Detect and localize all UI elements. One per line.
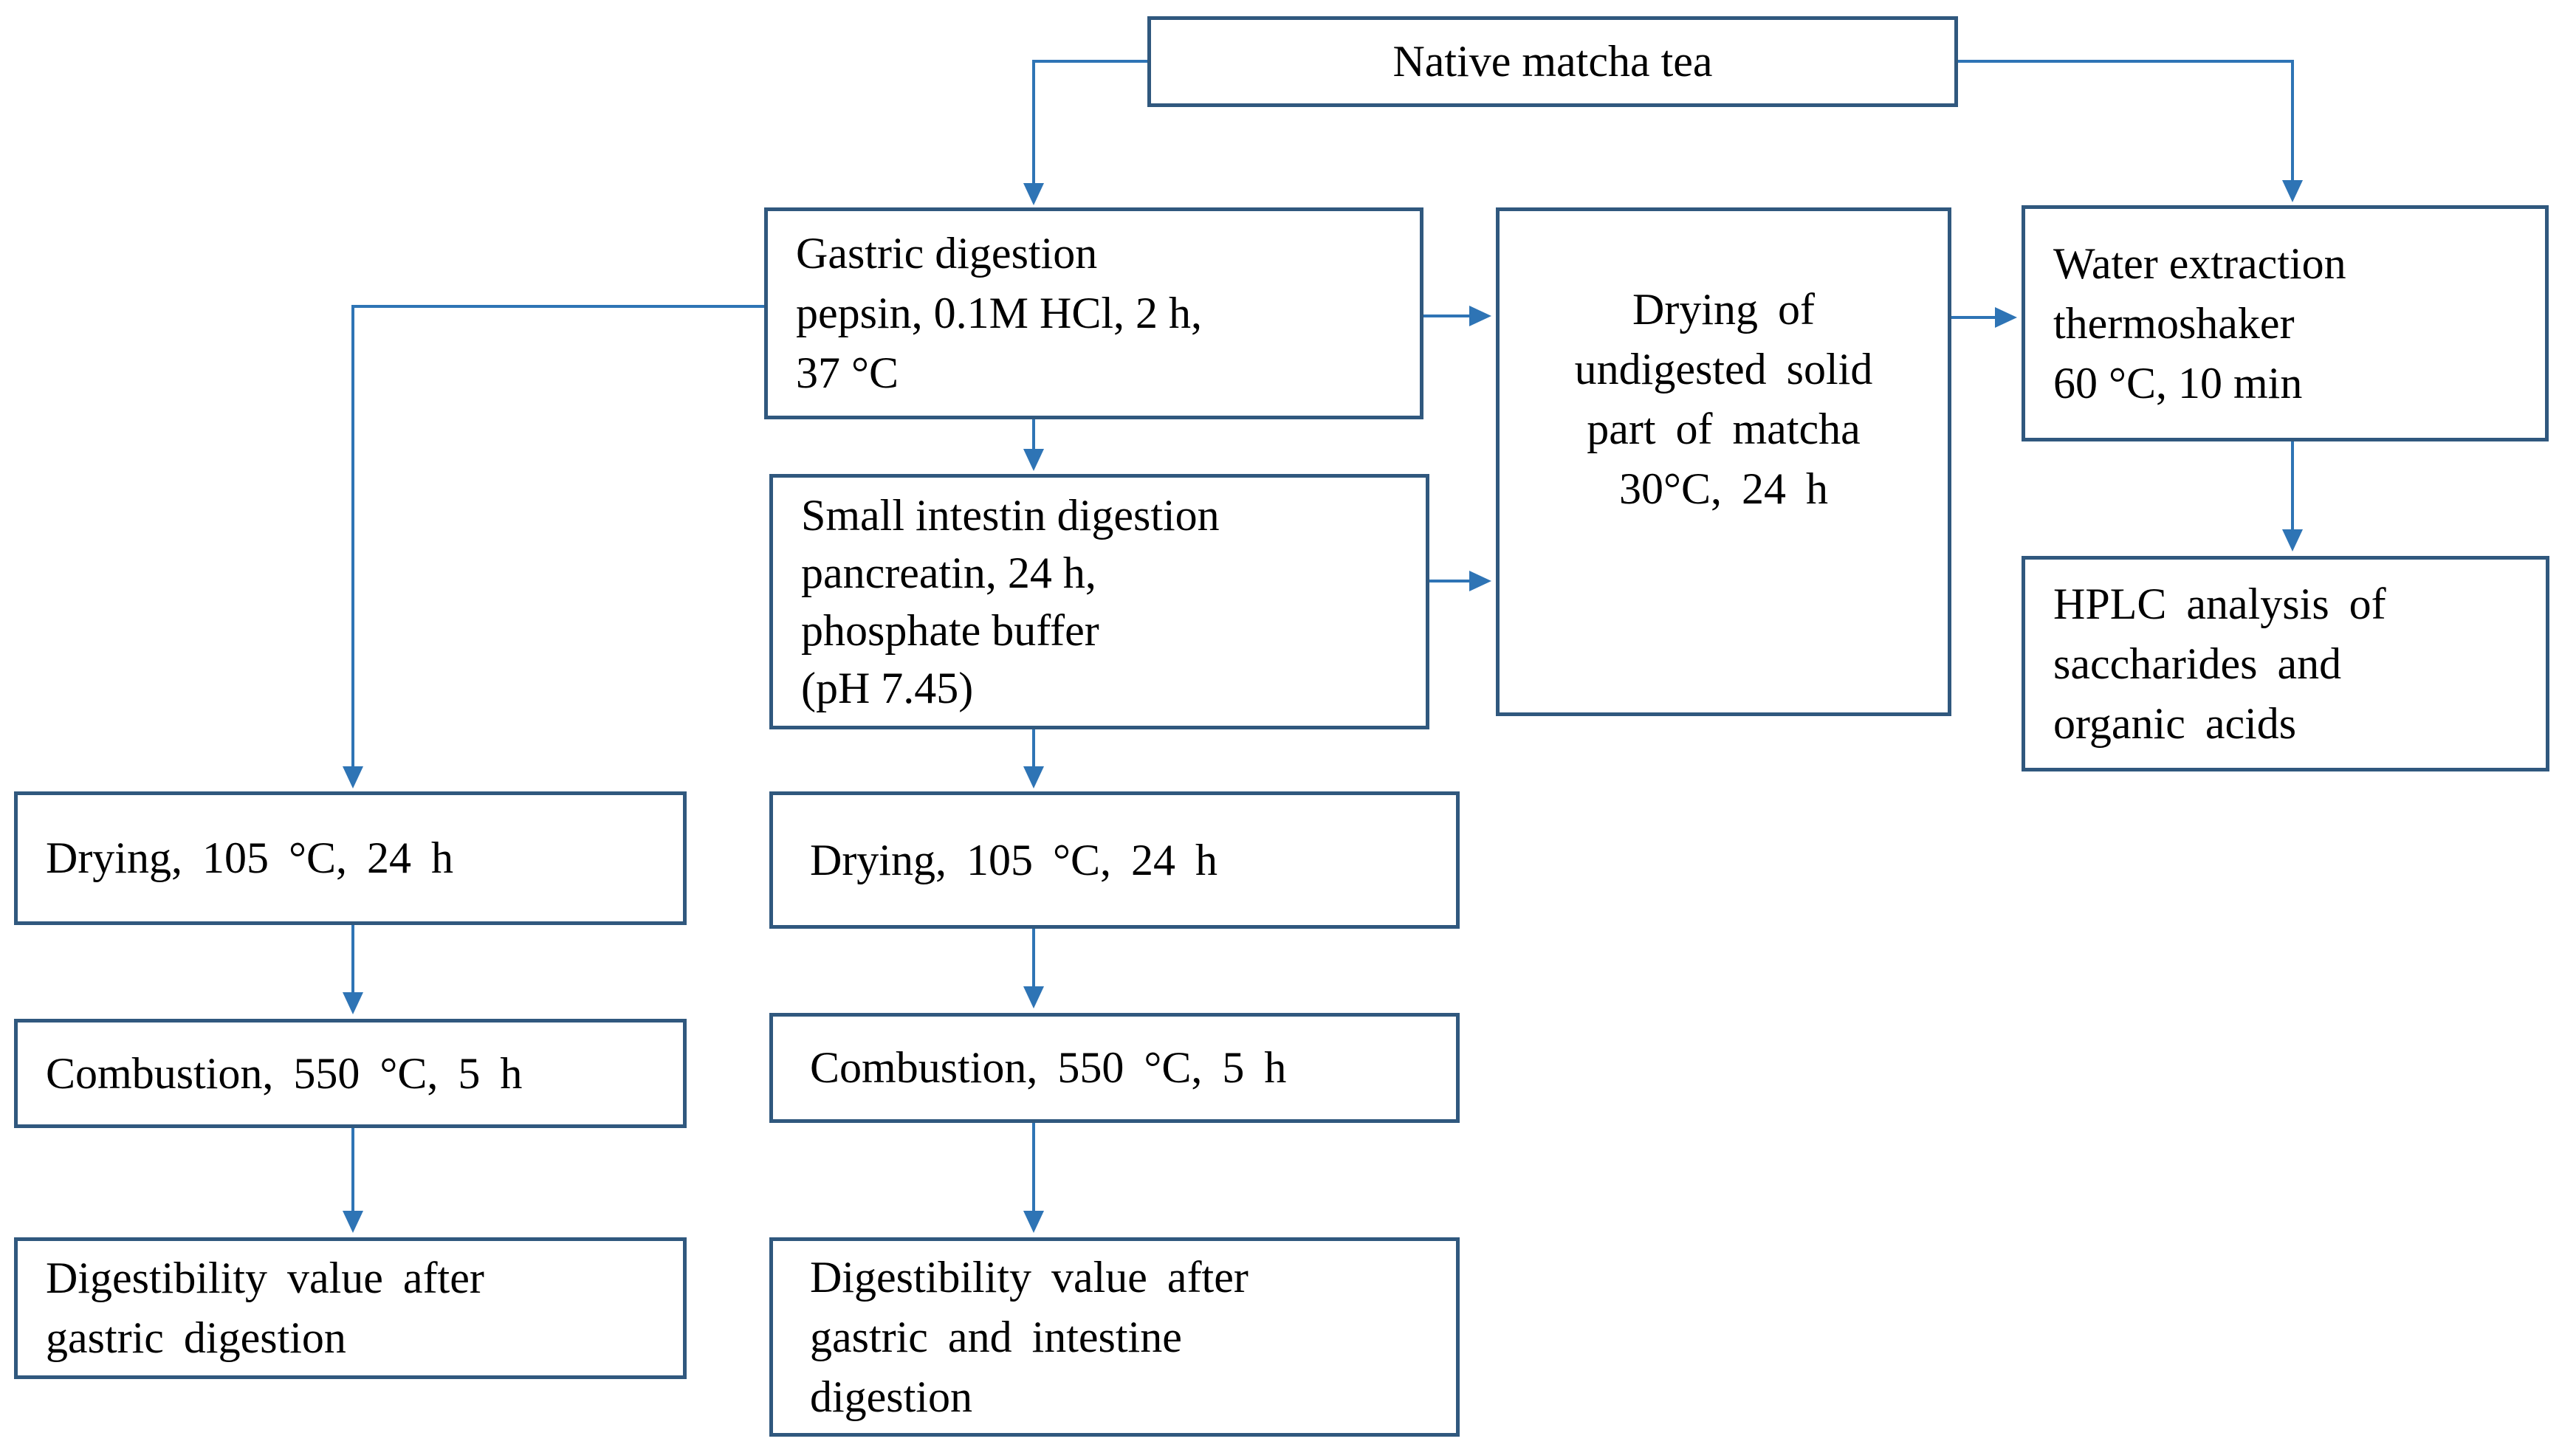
edge-native-gastric-arrowhead-icon	[1023, 183, 1044, 205]
node-mid-combustion-label: Combustion, 550 °C, 5 h	[810, 1043, 1287, 1092]
edge-gastric-leftdrying-vline	[351, 305, 354, 766]
edge-water-hplc-arrowhead-icon	[2282, 529, 2303, 551]
node-drying-undigested-solid-label: Drying of undigested solid part of match…	[1574, 284, 1873, 513]
edge-gastric-leftdrying-hline	[353, 305, 764, 308]
edge-leftcombustion-leftdigestibility-vline	[351, 1128, 354, 1212]
node-small-intestine-digestion: Small intestin digestion pancreatin, 24 …	[769, 474, 1429, 729]
edge-midcombustion-middigestibility-arrowhead-icon	[1023, 1211, 1044, 1233]
node-water-extraction-label: Water extraction thermoshaker 60 °C, 10 …	[2053, 238, 2346, 408]
edge-gastric-smallintestine-vline	[1032, 419, 1035, 450]
edge-smallintestine-middrying-vline	[1032, 729, 1035, 766]
edge-leftdrying-leftcombustion-vline	[351, 925, 354, 994]
node-mid-combustion: Combustion, 550 °C, 5 h	[769, 1013, 1460, 1123]
node-drying-undigested-solid: Drying of undigested solid part of match…	[1496, 207, 1951, 716]
node-left-drying: Drying, 105 °C, 24 h	[14, 791, 687, 925]
node-left-digestibility-label: Digestibility value after gastric digest…	[46, 1254, 484, 1362]
edge-gastric-dryingundigested-arrowhead-icon	[1469, 306, 1491, 326]
edge-gastric-leftdrying-arrowhead-icon	[343, 766, 363, 788]
edge-native-gastric-vline	[1032, 60, 1035, 183]
node-native-matcha-tea-label: Native matcha tea	[1392, 37, 1713, 86]
edge-native-gastric-hline	[1034, 60, 1147, 63]
edge-smallintestine-dryingundigested-hline	[1429, 580, 1471, 582]
edge-smallintestine-middrying-arrowhead-icon	[1023, 766, 1044, 788]
edge-smallintestine-dryingundigested-arrowhead-icon	[1469, 571, 1491, 591]
edge-dryingundigested-water-hline	[1951, 316, 1996, 319]
node-left-combustion: Combustion, 550 °C, 5 h	[14, 1019, 687, 1128]
node-mid-drying-label: Drying, 105 °C, 24 h	[810, 835, 1217, 884]
edge-native-water-arrowhead-icon	[2282, 180, 2303, 202]
edge-water-hplc-vline	[2291, 441, 2294, 531]
edge-native-water-hline	[1958, 60, 2294, 63]
node-left-combustion-label: Combustion, 550 °C, 5 h	[46, 1048, 523, 1098]
node-left-drying-label: Drying, 105 °C, 24 h	[46, 834, 453, 882]
edge-native-water-vline	[2291, 60, 2294, 180]
node-mid-digestibility-label: Digestibility value after gastric and in…	[810, 1252, 1248, 1421]
edge-leftcombustion-leftdigestibility-arrowhead-icon	[343, 1211, 363, 1233]
node-gastric-digestion: Gastric digestion pepsin, 0.1M HCl, 2 h,…	[764, 207, 1423, 419]
node-native-matcha-tea: Native matcha tea	[1147, 16, 1958, 107]
edge-gastric-smallintestine-arrowhead-icon	[1023, 449, 1044, 471]
node-water-extraction: Water extraction thermoshaker 60 °C, 10 …	[2022, 205, 2549, 441]
edge-dryingundigested-water-arrowhead-icon	[1995, 307, 2017, 328]
node-small-intestine-digestion-label: Small intestin digestion pancreatin, 24 …	[801, 491, 1220, 712]
edge-middrying-midcombustion-vline	[1032, 929, 1035, 988]
edge-middrying-midcombustion-arrowhead-icon	[1023, 986, 1044, 1008]
node-hplc-analysis-label: HPLC analysis of saccharides and organic…	[2053, 579, 2386, 748]
edge-leftdrying-leftcombustion-arrowhead-icon	[343, 992, 363, 1014]
edge-gastric-dryingundigested-hline	[1423, 315, 1471, 317]
node-gastric-digestion-label: Gastric digestion pepsin, 0.1M HCl, 2 h,…	[796, 229, 1203, 397]
node-hplc-analysis: HPLC analysis of saccharides and organic…	[2022, 556, 2549, 771]
node-mid-digestibility: Digestibility value after gastric and in…	[769, 1237, 1460, 1437]
edge-midcombustion-middigestibility-vline	[1032, 1123, 1035, 1212]
node-left-digestibility: Digestibility value after gastric digest…	[14, 1237, 687, 1379]
node-mid-drying: Drying, 105 °C, 24 h	[769, 791, 1460, 929]
